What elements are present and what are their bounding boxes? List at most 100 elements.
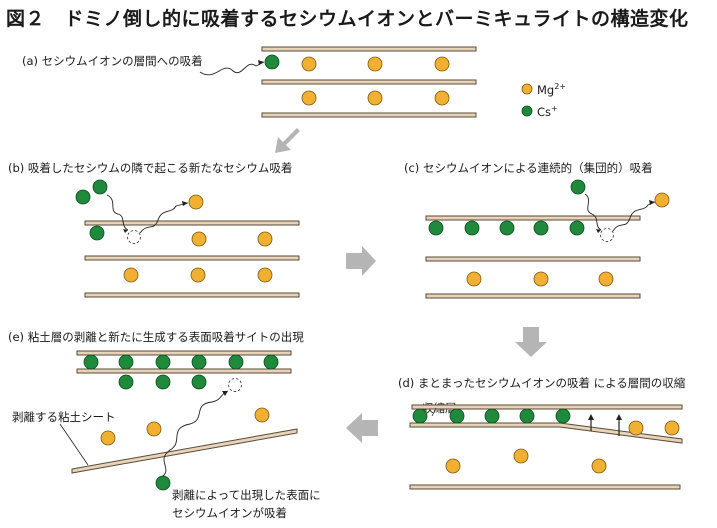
- mg-ion: [257, 231, 273, 247]
- clay-sheet: [409, 484, 681, 490]
- diffusion-path: [199, 61, 265, 76]
- vacant-site: [228, 378, 242, 392]
- clay-sheet: [84, 292, 300, 298]
- panel-a-label: (a) セシウムイオンの層間への吸着: [22, 54, 203, 68]
- cs-ion: [83, 354, 99, 370]
- panel-c-label: (c) セシウムイオンによる連続的（集団的）吸着: [404, 161, 653, 175]
- cs-ion: [191, 374, 207, 390]
- path-arrowhead: [222, 391, 228, 396]
- cs-ion: [92, 179, 108, 195]
- mg-ion: [628, 420, 644, 436]
- path-arrowhead: [182, 201, 188, 206]
- cs-ion: [412, 408, 428, 424]
- panel-e-surface-annotation-2: セシウムイオンが吸着: [172, 506, 287, 520]
- clay-sheet: [425, 293, 641, 299]
- mg-ion: [191, 231, 207, 247]
- annotation-leader: [59, 423, 89, 466]
- panel-b-label: (b) 吸着したセシウムの隣で起こる新たなセシウム吸着: [8, 161, 293, 175]
- mg-ion: [654, 192, 670, 208]
- cs-ion: [118, 374, 134, 390]
- mg-ion: [533, 271, 549, 287]
- clay-sheet: [261, 46, 477, 52]
- mg-ion: [664, 420, 680, 436]
- mg-ion: [254, 407, 270, 423]
- mg-ion: [146, 421, 162, 437]
- cs-ion: [155, 374, 171, 390]
- mg-ion: [100, 430, 116, 446]
- annotation-leader: [431, 407, 437, 417]
- panel-c: [425, 179, 670, 299]
- flow-arrow-b-to-c: [346, 246, 376, 276]
- clay-sheet: [84, 220, 300, 226]
- clay-sheet-contracted: [409, 422, 683, 444]
- mg-ion: [434, 56, 450, 72]
- clay-sheet: [261, 112, 477, 118]
- cs-ion: [570, 179, 586, 195]
- path-arrowhead: [649, 200, 655, 205]
- diffusion-path: [106, 194, 129, 231]
- cs-ion: [519, 408, 535, 424]
- clay-sheet: [76, 368, 292, 374]
- clay-sheet: [425, 256, 641, 262]
- cs-ion: [191, 354, 207, 370]
- panel-e-label: (e) 粘土層の剥離と新たに生成する表面吸着サイトの出現: [8, 330, 304, 344]
- cs-ion: [555, 408, 571, 424]
- legend-cs-label: Cs+: [537, 104, 558, 119]
- exfoliating-clay-sheet: [71, 428, 298, 474]
- mg-ion: [301, 56, 317, 72]
- flow-arrow-c-to-d: [515, 327, 547, 357]
- cs-ion: [118, 354, 134, 370]
- cs-ion: [75, 189, 91, 205]
- mg-ion: [123, 267, 139, 283]
- cs-ion: [499, 220, 515, 236]
- cs-ion: [264, 54, 280, 70]
- panel-d: [409, 404, 683, 490]
- cs-ion: [533, 220, 549, 236]
- legend-mg-label: Mg2+: [537, 82, 567, 97]
- panel-e: [59, 350, 298, 491]
- release-path: [612, 201, 656, 232]
- path-arrowhead: [123, 229, 128, 233]
- release-path: [139, 202, 189, 234]
- legend-cs-dot: [521, 105, 533, 117]
- cs-ion: [464, 220, 480, 236]
- clay-sheet: [411, 404, 683, 410]
- panel-a: [199, 46, 477, 118]
- arrowhead: [588, 414, 594, 420]
- panel-e-sheet-annotation: 剥離する粘土シート: [12, 410, 116, 424]
- mg-ion: [466, 271, 482, 287]
- legend-mg-dot: [521, 83, 533, 95]
- flow-arrow-a-to-b: [275, 128, 300, 153]
- panel-b: [75, 179, 300, 298]
- vacant-site: [127, 230, 141, 244]
- mg-ion: [301, 90, 317, 106]
- cs-ion: [263, 354, 279, 370]
- mg-ion: [190, 267, 206, 283]
- cs-ion: [569, 220, 585, 236]
- cs-ion: [89, 225, 105, 241]
- cs-ion: [155, 354, 171, 370]
- mg-ion: [513, 448, 529, 464]
- cs-ion: [449, 408, 465, 424]
- cs-ion: [228, 354, 244, 370]
- vacant-site: [600, 228, 614, 242]
- diffusion-path: [584, 193, 602, 231]
- adsorption-path: [162, 390, 229, 477]
- clay-sheet: [425, 215, 641, 221]
- path-arrowhead: [258, 60, 264, 65]
- cs-ion: [428, 220, 444, 236]
- panel-e-surface-annotation-1: 剥離によって出現した表面に: [172, 488, 321, 502]
- clay-sheet: [84, 255, 300, 261]
- path-arrowhead: [596, 229, 601, 233]
- mg-ion: [367, 56, 383, 72]
- mg-ion: [445, 458, 461, 474]
- figure-title: 図２ ドミノ倒し的に吸着するセシウムイオンとバーミキュライトの構造変化: [6, 8, 689, 30]
- mg-ion: [434, 90, 450, 106]
- panel-d-label: (d) まとまったセシウムイオンの吸着 による層間の収縮: [398, 376, 686, 390]
- arrowhead: [616, 414, 622, 420]
- clay-sheet: [261, 79, 477, 85]
- flow-arrow-d-to-e: [346, 413, 378, 443]
- mg-ion: [257, 267, 273, 283]
- mg-ion: [367, 90, 383, 106]
